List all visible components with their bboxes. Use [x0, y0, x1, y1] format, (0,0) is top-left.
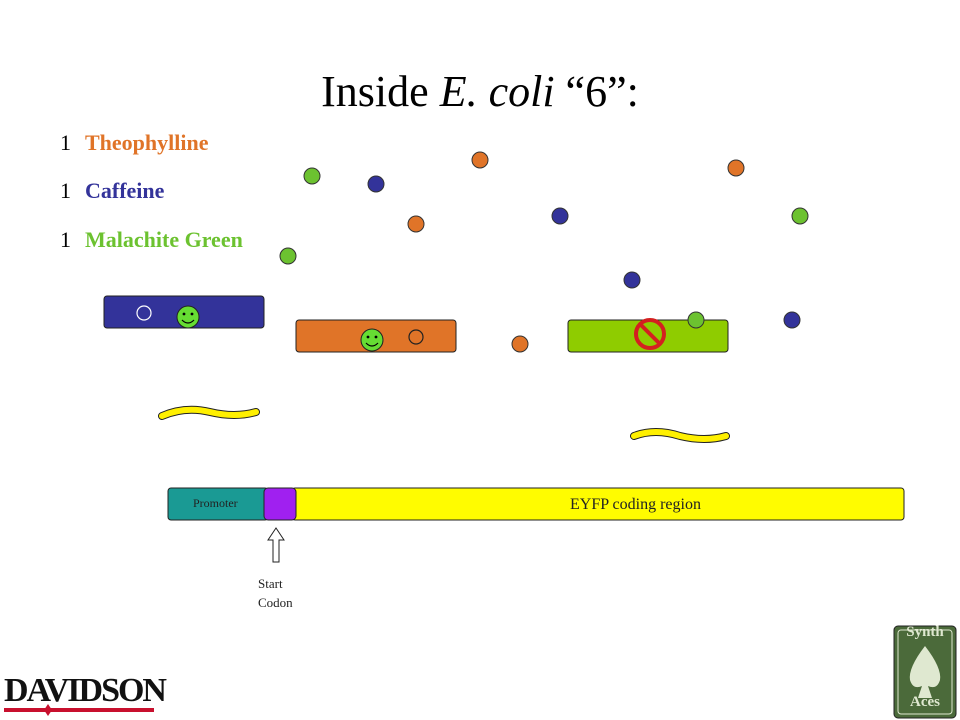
smiley-icon	[176, 305, 200, 329]
empty-binding-site-icon	[136, 305, 152, 321]
theophylline-molecule	[727, 159, 745, 177]
smiley-icon	[360, 328, 384, 352]
legend-count: 1	[60, 227, 71, 252]
title-organism: E. coli	[439, 67, 555, 116]
theophylline-molecule	[511, 335, 529, 353]
blocked-icon	[634, 318, 666, 350]
title-prefix: Inside	[321, 67, 440, 116]
malachite-molecule	[279, 247, 297, 265]
caffeine-molecule	[623, 271, 641, 289]
legend-count: 1	[60, 130, 71, 155]
start-label-line1: Start	[258, 576, 283, 591]
page-title: Inside E. coli “6”:	[0, 66, 960, 117]
title-suffix: “6”:	[554, 67, 639, 116]
start-codon-arrow-icon	[267, 527, 285, 563]
theophylline-molecule	[407, 215, 425, 233]
theophylline-molecule	[471, 151, 489, 169]
start-codon-box	[263, 487, 297, 521]
malachite-molecule	[303, 167, 321, 185]
legend-label: Theophylline	[85, 130, 209, 155]
legend-label: Caffeine	[85, 178, 165, 203]
bound-malachite-molecule	[687, 311, 705, 329]
coding-region-label: EYFP coding region	[570, 496, 701, 513]
malachite-molecule	[791, 207, 809, 225]
legend-label: Malachite Green	[85, 227, 243, 252]
synthaces-logo	[893, 625, 957, 719]
davidson-logo: DAVIDSON	[4, 672, 167, 709]
caffeine-molecule	[367, 175, 385, 193]
legend-caffeine: 1 Caffeine	[60, 178, 164, 204]
davidson-logo-mark	[4, 704, 154, 716]
legend-malachite-green: 1 Malachite Green	[60, 227, 243, 253]
empty-binding-site-icon	[408, 329, 424, 345]
legend-theophylline: 1 Theophylline	[60, 130, 208, 156]
start-label-line2: Codon	[258, 595, 293, 610]
logo-line-aces: Aces	[910, 694, 940, 710]
promoter-label: Promoter	[193, 496, 238, 510]
logo-line-synth: Synth	[906, 624, 944, 640]
legend-count: 1	[60, 178, 71, 203]
start-codon-label: Start Codon	[258, 574, 293, 612]
caffeine-molecule	[551, 207, 569, 225]
caffeine-molecule	[783, 311, 801, 329]
